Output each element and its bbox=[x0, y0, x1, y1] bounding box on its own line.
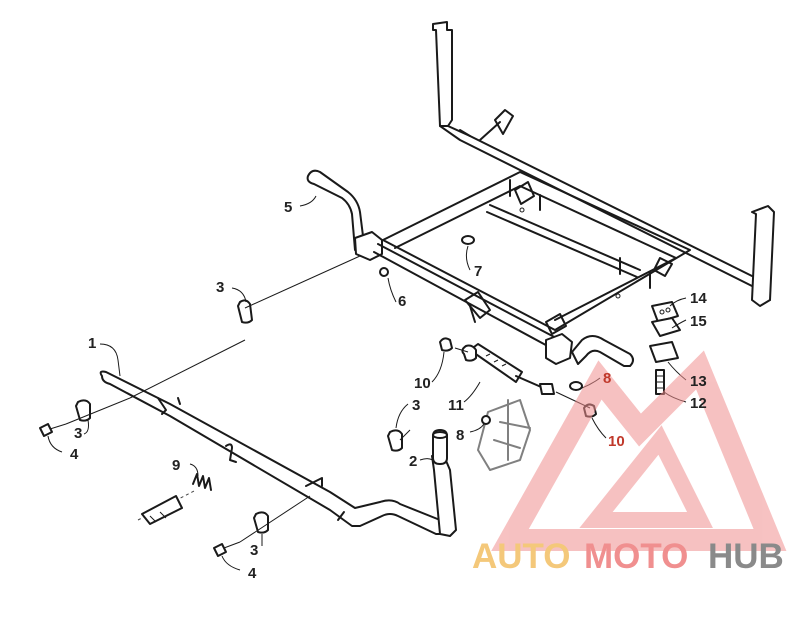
callout-9: 9 bbox=[172, 457, 180, 474]
rear-frame bbox=[432, 21, 775, 307]
callout-3-left: 3 bbox=[74, 425, 82, 442]
watermark-text: AUTO MOTO HUB bbox=[472, 537, 784, 576]
watermark-hub: HUB bbox=[708, 537, 784, 576]
callout-4-left: 4 bbox=[70, 446, 79, 463]
callout-13: 13 bbox=[690, 373, 707, 390]
seat-frame bbox=[382, 171, 691, 335]
spring-part-9 bbox=[137, 473, 212, 525]
callout-3-upper: 3 bbox=[216, 279, 224, 296]
callout-8-lower: 8 bbox=[456, 427, 464, 444]
callout-10-left: 10 bbox=[414, 375, 431, 392]
watermark-moto: MOTO bbox=[584, 537, 688, 576]
callout-1: 1 bbox=[88, 335, 96, 352]
watermark-logo bbox=[491, 350, 787, 551]
callout-10-right: 10 bbox=[608, 433, 625, 450]
callout-15: 15 bbox=[690, 313, 707, 330]
callout-8-upper: 8 bbox=[603, 370, 611, 387]
callout-3-right: 3 bbox=[412, 397, 420, 414]
callout-2: 2 bbox=[409, 453, 417, 470]
callout-3-bottom: 3 bbox=[250, 542, 258, 559]
gas-shock-part-11 bbox=[461, 343, 555, 395]
callout-5: 5 bbox=[284, 199, 292, 216]
latch-hardware bbox=[649, 301, 681, 395]
callout-12: 12 bbox=[690, 395, 707, 412]
bracket-assembly bbox=[477, 399, 531, 471]
callout-11: 11 bbox=[448, 397, 464, 414]
hardware bbox=[39, 235, 597, 557]
bar-part-5 bbox=[306, 169, 634, 367]
guide-lines bbox=[65, 255, 591, 543]
callout-14: 14 bbox=[690, 290, 707, 307]
grip-part-2 bbox=[432, 429, 448, 465]
callouts: 1 2 3 3 3 3 4 4 5 6 7 8 8 9 10 10 11 12 … bbox=[70, 199, 707, 582]
callout-6: 6 bbox=[398, 293, 406, 310]
watermark-auto: AUTO bbox=[472, 537, 571, 576]
callout-7: 7 bbox=[474, 263, 482, 280]
callout-4-bottom: 4 bbox=[248, 565, 257, 582]
